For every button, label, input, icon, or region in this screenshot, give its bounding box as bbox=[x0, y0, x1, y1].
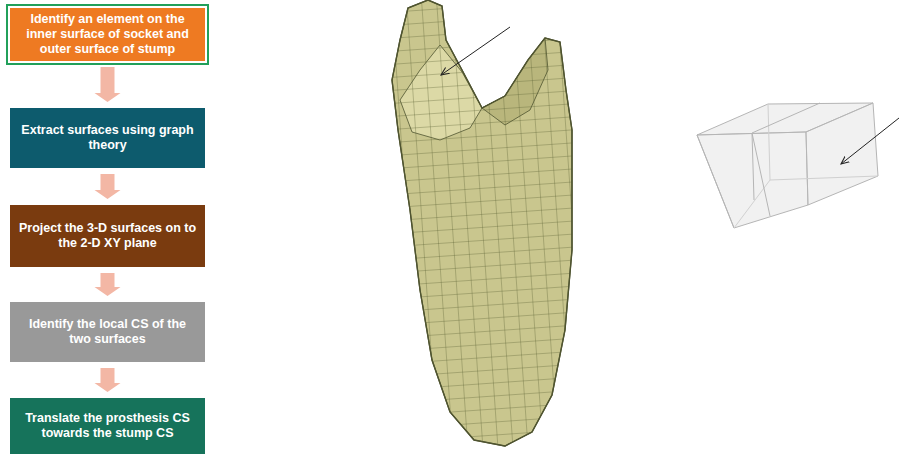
flow-arrow bbox=[95, 67, 121, 102]
process-box: Extract surfaces using graph theory bbox=[10, 108, 205, 168]
flow-arrow bbox=[95, 273, 121, 296]
process-box: Project the 3-D surfaces on to the 2-D X… bbox=[10, 205, 205, 267]
process-box: Identify an element on the inner surface… bbox=[10, 8, 205, 61]
process-box: Translate the prosthesis CS towards the … bbox=[10, 398, 205, 454]
box-text: Extract surfaces using graph theory bbox=[18, 123, 197, 153]
element-cuboid bbox=[697, 103, 878, 228]
box-text: Translate the prosthesis CS towards the … bbox=[18, 411, 197, 441]
leader-arrow bbox=[841, 118, 899, 164]
socket-mesh bbox=[380, 0, 580, 450]
box-text: Identify the local CS of the two surface… bbox=[18, 317, 197, 347]
leader-arrow bbox=[441, 27, 510, 75]
flow-arrow bbox=[95, 368, 121, 392]
box-text: Identify an element on the inner surface… bbox=[18, 12, 197, 57]
box-text: Project the 3-D surfaces on to the 2-D X… bbox=[18, 221, 197, 251]
flow-arrow bbox=[95, 174, 121, 199]
process-box: Identify the local CS of the two surface… bbox=[10, 302, 205, 362]
